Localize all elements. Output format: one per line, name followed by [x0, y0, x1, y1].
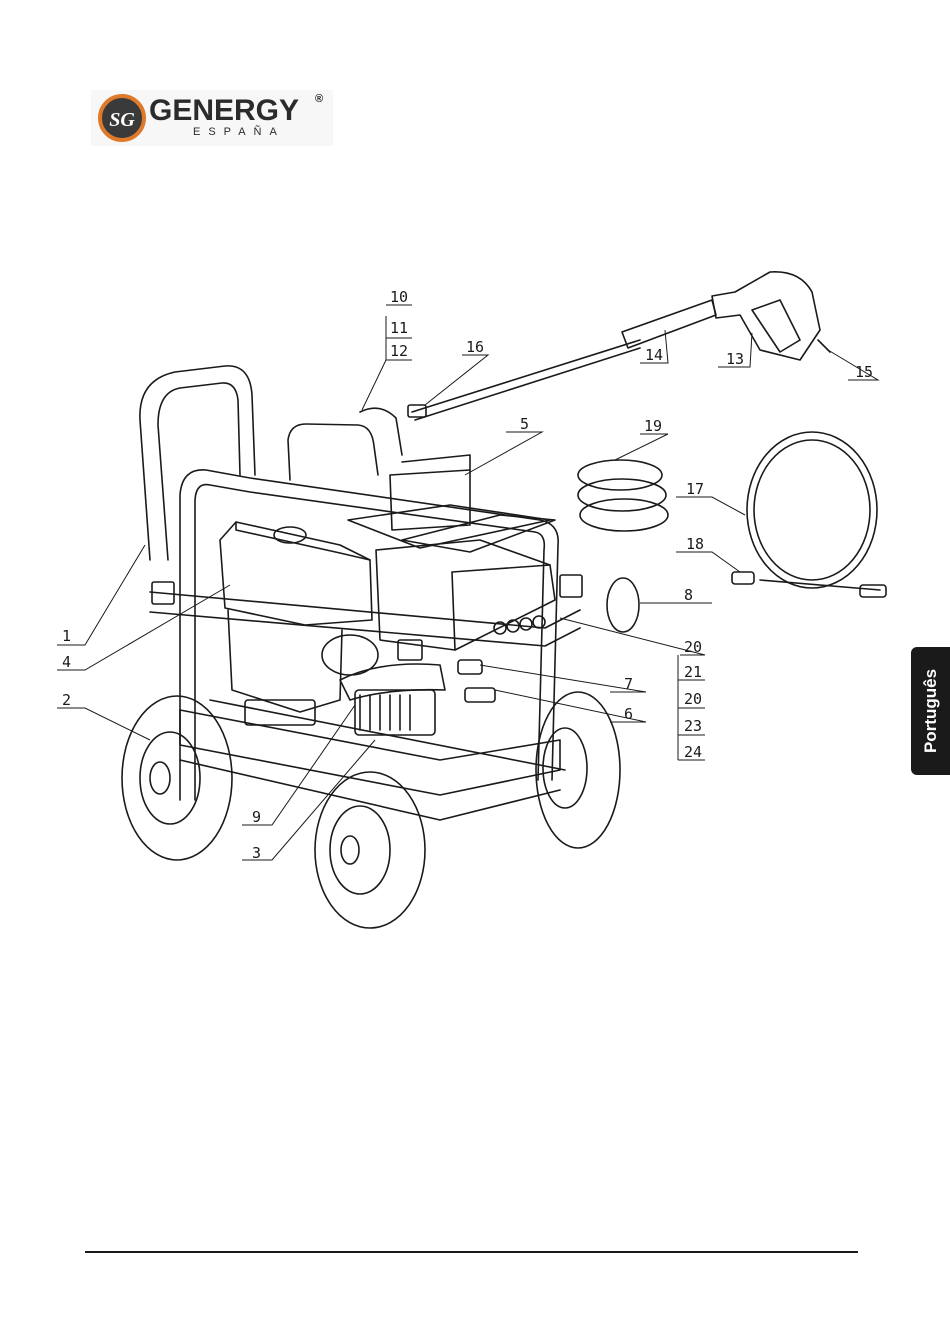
callout-6: 6	[624, 705, 633, 723]
control-box	[348, 455, 555, 650]
callout-7: 7	[624, 675, 633, 693]
callout-15: 15	[855, 363, 873, 381]
callout-18: 18	[686, 535, 704, 553]
callout-23: 23	[684, 717, 702, 735]
callout-3: 3	[252, 844, 261, 862]
callout-19: 19	[644, 417, 662, 435]
callout-5: 5	[520, 415, 529, 433]
callout-10: 10	[390, 288, 408, 306]
callout-11: 11	[390, 319, 408, 337]
language-tab[interactable]: Português	[911, 647, 950, 775]
callout-20b: 20	[684, 690, 702, 708]
language-tab-label: Português	[921, 669, 941, 753]
callout-2: 2	[62, 691, 71, 709]
callout-20a: 20	[684, 638, 702, 656]
handle-frame	[140, 366, 378, 560]
wheels	[122, 692, 620, 928]
main-frame	[150, 470, 582, 820]
callout-8: 8	[684, 586, 693, 604]
suction-tube	[360, 408, 402, 455]
coiled-hoses	[578, 432, 886, 632]
callout-1: 1	[62, 627, 71, 645]
callout-13: 13	[726, 350, 744, 368]
footer-divider	[85, 1251, 858, 1253]
callout-17: 17	[686, 480, 704, 498]
pump-unit	[340, 640, 445, 735]
callout-9: 9	[252, 808, 261, 826]
callout-16: 16	[466, 338, 484, 356]
callout-4: 4	[62, 653, 71, 671]
callout-24: 24	[684, 743, 702, 761]
callout-21: 21	[684, 663, 702, 681]
callout-14: 14	[645, 346, 663, 364]
callout-12: 12	[390, 342, 408, 360]
